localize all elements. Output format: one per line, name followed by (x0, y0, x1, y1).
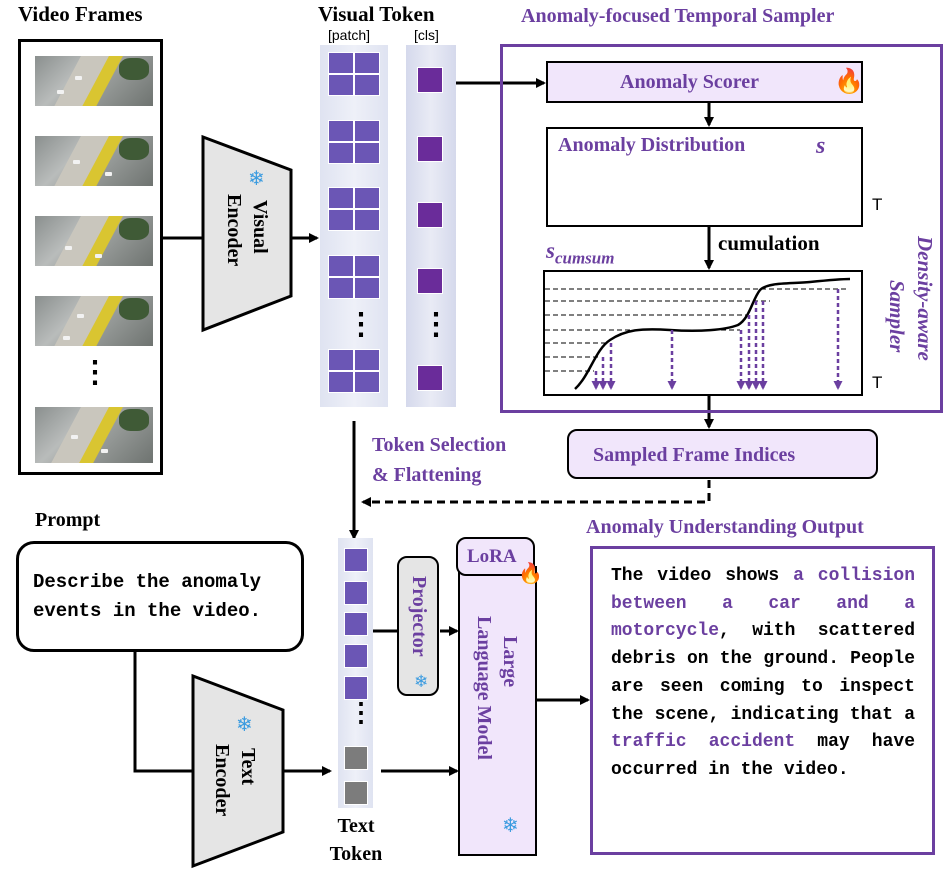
selected-token (344, 644, 368, 668)
cls-token-4 (417, 268, 443, 294)
anomaly-scorer-label: Anomaly Scorer (620, 71, 760, 93)
output-box: The video shows a collision between a ca… (590, 546, 935, 855)
patch-label: [patch] (328, 27, 371, 43)
cls-token-5 (417, 365, 443, 391)
selected-token (344, 581, 368, 605)
text-encoder-line1: Text (237, 748, 259, 786)
selected-token-ellipsis: ⋮ (348, 698, 374, 727)
prompt-title: Prompt (35, 509, 101, 531)
llm-line1: Large (499, 636, 521, 688)
cls-token-2 (417, 136, 443, 162)
cumulation-label: cumulation (718, 231, 820, 255)
text-token (344, 746, 368, 770)
video-frames-panel (18, 39, 163, 475)
cls-token-3 (417, 202, 443, 228)
anomaly-distribution-box: Anomaly Distribution s (546, 127, 863, 227)
projector-box: Projector ❄ (397, 556, 439, 696)
snowflake-icon: ❄ (414, 672, 429, 691)
sampler-title: Anomaly-focused Temporal Sampler (521, 5, 835, 27)
fire-icon: 🔥 (518, 563, 543, 585)
output-seg1: The video shows (611, 566, 794, 586)
text-token-line1: Text (337, 815, 375, 837)
s-cumsum-label: scumsum (546, 238, 614, 269)
cumsum-box (543, 270, 863, 396)
anomaly-distribution-label: Anomaly Distribution (558, 134, 746, 156)
density-sampler-line2: Sampler (885, 280, 909, 353)
patch-token-5 (322, 347, 384, 399)
patch-token-1 (322, 50, 384, 102)
output-highlight-collision: a collision between a car and a motorcyc… (611, 566, 915, 642)
prompt-line1: Describe the anomaly (33, 571, 262, 593)
visual-encoder-line2: Encoder (223, 194, 245, 267)
output-seg3: , with scattered debris on the ground. P… (611, 621, 915, 725)
s-cumsum-sub: cumsum (554, 248, 615, 268)
s-cumsum-base: s (546, 238, 555, 263)
text-encoder: Text Encoder (204, 740, 264, 840)
cumsum-curve (574, 277, 851, 390)
visual-encoder-line1: Visual (249, 200, 271, 254)
patch-token-4 (322, 253, 384, 305)
patch-token-2 (322, 118, 384, 170)
token-selection-line2: & Flattening (372, 464, 482, 486)
snowflake-icon: ❄ (236, 714, 253, 736)
frames-ellipsis: ⋮ (80, 356, 110, 389)
fire-icon: 🔥 (834, 69, 864, 95)
cumsum-t-label: T (872, 373, 883, 392)
video-frames-title: Video Frames (18, 2, 143, 26)
lora-label: LoRA (467, 546, 517, 567)
prompt-box: Describe the anomaly events in the video… (16, 541, 304, 652)
cls-label: [cls] (414, 27, 439, 43)
output-text: The video shows a collision between a ca… (611, 563, 915, 785)
selected-token (344, 548, 368, 572)
cls-token-1 (417, 67, 443, 93)
selected-token (344, 676, 368, 700)
sampler-panel (500, 44, 943, 413)
visual-encoder-shape (201, 134, 293, 333)
visual-token-title: Visual Token (318, 2, 435, 26)
selected-token (344, 612, 368, 636)
video-frame-4 (35, 296, 153, 346)
text-token-line2: Token (329, 843, 383, 865)
projector-label: Projector (408, 576, 430, 657)
snowflake-icon: ❄ (248, 168, 265, 190)
text-encoder-line2: Encoder (211, 744, 233, 817)
sampled-indices-box: Sampled Frame Indices (567, 429, 878, 479)
llm-line2: Language Model (473, 616, 495, 760)
density-sampler-line1: Density-aware (913, 236, 937, 361)
snowflake-icon: ❄ (502, 815, 519, 837)
output-seg5: may have occurred in the video. (611, 732, 916, 780)
patch-token-3 (322, 185, 384, 237)
llm-box: Large Language Model ❄ (458, 566, 537, 856)
video-frame-2 (35, 136, 153, 186)
patch-ellipsis: ⋮ (346, 308, 376, 341)
sampled-indices-label: Sampled Frame Indices (593, 444, 796, 466)
text-encoder-shape (191, 673, 285, 869)
prompt-line2: events in the video. (33, 600, 262, 622)
video-frame-1 (35, 56, 153, 106)
video-frame-5 (35, 407, 153, 463)
distribution-t-label: T (872, 195, 883, 214)
output-highlight-accident: traffic accident (611, 732, 796, 753)
token-selection-line1: Token Selection (372, 434, 507, 456)
text-token (344, 781, 368, 805)
s-symbol: s (816, 133, 826, 159)
lora-box: LoRA 🔥 (456, 537, 543, 585)
video-frame-3 (35, 216, 153, 266)
visual-encoder: Visual Encoder (216, 190, 276, 290)
cls-ellipsis: ⋮ (421, 308, 451, 341)
output-title: Anomaly Understanding Output (586, 516, 864, 538)
anomaly-scorer-box: Anomaly Scorer 🔥 (546, 61, 864, 103)
